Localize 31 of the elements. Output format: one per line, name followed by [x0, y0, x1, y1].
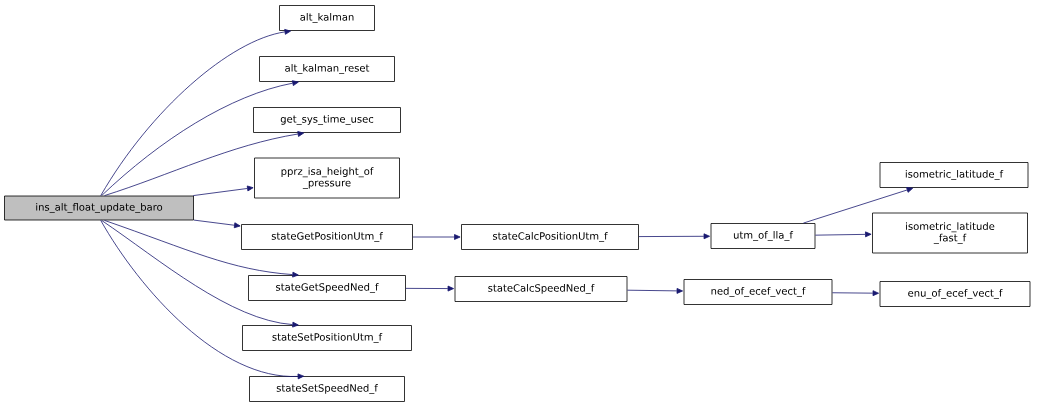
function-box: get_sys_time_usec: [253, 107, 401, 133]
arrow: [803, 187, 914, 224]
function-box: ins_alt_float_update_baro: [4, 195, 194, 221]
arrow: [192, 185, 254, 196]
arrow: [100, 220, 305, 380]
function-box: alt_kalman_reset: [259, 56, 395, 82]
function-box: stateSetSpeedNed_f: [249, 376, 405, 402]
arrow: [101, 80, 299, 196]
arrow: [104, 131, 305, 196]
function-box: isometric_latitude_f: [879, 162, 1029, 188]
function-box: ned_of_ecef_vect_f: [683, 279, 833, 305]
arrow: [638, 233, 710, 240]
function-box: pprz_isa_height_of _pressure: [254, 157, 400, 199]
arrow: [101, 220, 299, 328]
arrow: [832, 290, 879, 297]
arrow: [412, 234, 461, 240]
arrow: [104, 220, 299, 278]
function-box: stateGetSpeedNed_f: [248, 275, 406, 301]
arrow: [193, 219, 241, 229]
function-box: stateSetPositionUtm_f: [242, 325, 412, 351]
function-box: utm_of_lla_f: [710, 223, 816, 249]
arrow: [405, 285, 454, 292]
arrow: [627, 288, 683, 294]
function-box: enu_of_ecef_vect_f: [879, 281, 1031, 307]
arrow: [815, 231, 872, 238]
function-box: alt_kalman: [279, 5, 375, 31]
function-box: stateGetPositionUtm_f: [241, 224, 413, 250]
function-box: isometric_latitude _fast_f: [872, 212, 1028, 254]
arrow: [100, 29, 291, 196]
function-box: stateCalcSpeedNed_f: [454, 276, 628, 302]
function-box: stateCalcPositionUtm_f: [461, 224, 639, 250]
